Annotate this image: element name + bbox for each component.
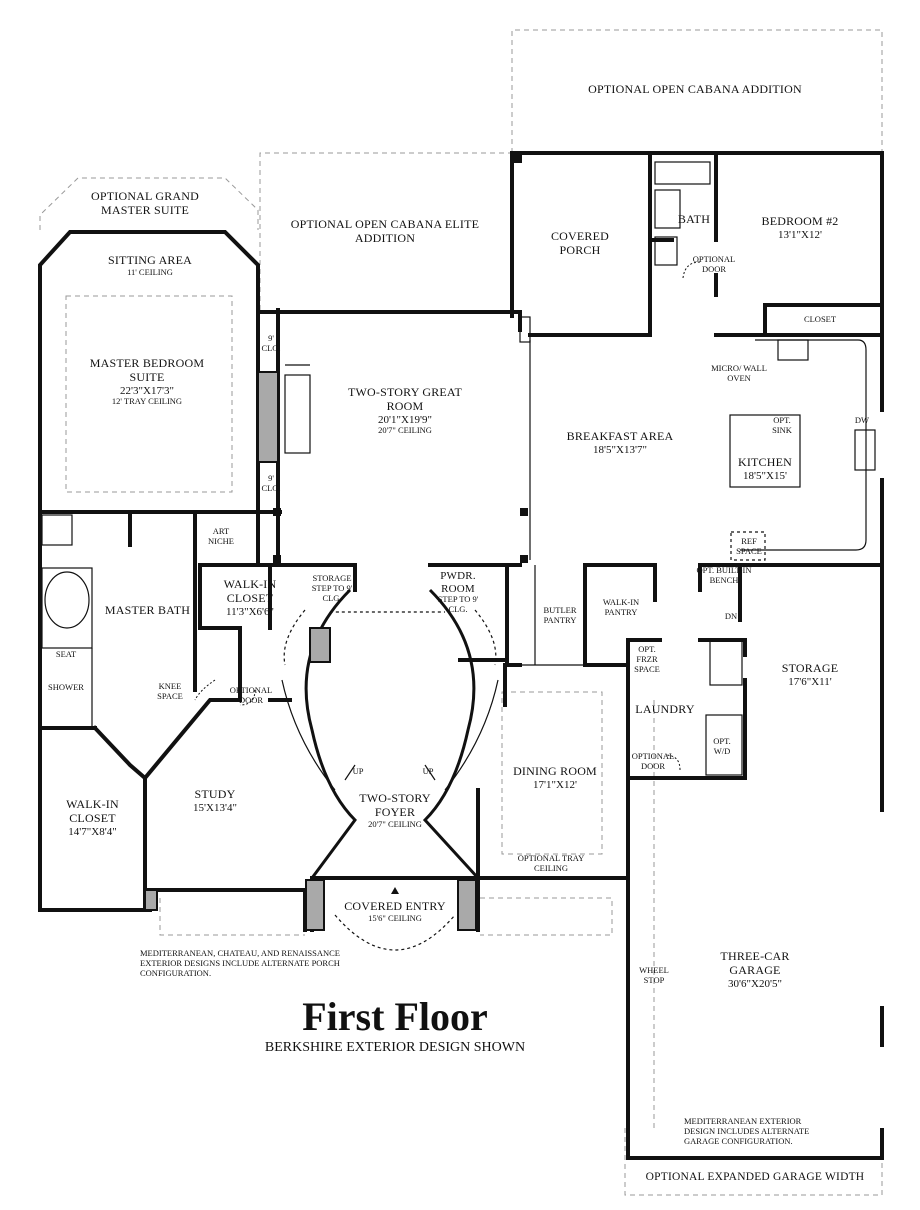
three-car-garage-label: THREE-CAR GARAGE 30'6"X20'5" <box>720 949 790 990</box>
freezer-space-label: OPT. FRZR SPACE <box>634 644 660 674</box>
powder-room-label: PWDR. ROOM STEP TO 9' CLG. <box>437 570 479 615</box>
stairs-down-label: DN <box>724 611 738 621</box>
master-bedroom-suite-label: MASTER BEDROOM SUITE 22'3"X17'3" 12' TRA… <box>89 356 205 407</box>
master-bath-label: MASTER BATH <box>104 603 191 617</box>
walk-in-pantry-label: WALK-IN PANTRY <box>602 597 640 617</box>
bath-optional-door-label: OPTIONAL DOOR <box>692 254 736 274</box>
walk-in-closet-lower-label: WALK-IN CLOSET 14'7"X8'4" <box>66 797 119 838</box>
sitting-area-label: SITTING AREA 11' CEILING <box>107 253 193 277</box>
bedroom-2-closet-label: CLOSET <box>803 314 837 324</box>
thin-walls <box>41 161 876 776</box>
stairs-up-right-label: UP <box>422 766 434 776</box>
two-story-foyer-label: TWO-STORY FOYER 20'7" CEILING <box>359 791 431 829</box>
garage-configuration-note: MEDITERRANEAN EXTERIOR DESIGN INCLUDES A… <box>684 1116 810 1147</box>
built-in-bench-label: OPT. BUILT-IN BENCH <box>696 565 752 585</box>
dining-optional-tray-ceiling-label: OPTIONAL TRAY CEILING <box>517 853 585 873</box>
stairs-up-left-label: UP <box>352 766 364 776</box>
optional-grand-master-suite-label: OPTIONAL GRAND MASTER SUITE <box>90 189 200 217</box>
ref-space-label: REF SPACE <box>736 536 762 556</box>
optional-outlines <box>39 29 883 1196</box>
art-niche-label: ART NICHE <box>208 526 234 546</box>
wheel-stop-label: WHEEL STOP <box>639 965 669 985</box>
covered-porch-label: COVERED PORCH <box>550 229 610 257</box>
storage-large-label: STORAGE 17'6"X11' <box>781 661 839 688</box>
great-room-9ft-ceiling-bottom: 9' CLG. <box>261 473 281 493</box>
optional-expanded-garage-label: OPTIONAL EXPANDED GARAGE WIDTH <box>645 1171 865 1183</box>
knee-space-label: KNEE SPACE <box>157 681 183 701</box>
optional-cabana-addition-label: OPTIONAL OPEN CABANA ADDITION <box>588 82 802 96</box>
seat-label: SEAT <box>55 649 77 659</box>
shower-label: SHOWER <box>48 682 84 692</box>
breakfast-area-label: BREAKFAST AREA 18'5"X13'7" <box>566 429 674 456</box>
bath-label: BATH <box>677 212 711 226</box>
exterior-design-subtitle: BERKSHIRE EXTERIOR DESIGN SHOWN <box>264 1040 526 1055</box>
opt-sink-label: OPT. SINK <box>772 415 792 435</box>
door-swings <box>194 261 701 771</box>
study-label: STUDY 15'X13'4" <box>193 787 237 814</box>
great-room-9ft-ceiling-top: 9' CLG. <box>261 333 281 353</box>
laundry-optional-door-label: OPTIONAL DOOR <box>631 751 675 771</box>
master-bath-optional-door-label: OPTIONAL DOOR <box>229 685 273 705</box>
washer-dryer-label: OPT. W/D <box>713 736 731 756</box>
laundry-label: LAUNDRY <box>635 702 695 716</box>
porch-configuration-note: MEDITERRANEAN, CHATEAU, AND RENAISSANCE … <box>140 948 340 979</box>
dishwasher-label: DW <box>854 415 870 425</box>
masonry <box>144 371 477 931</box>
floor-title: First Floor <box>302 994 488 1039</box>
kitchen-label: KITCHEN 18'5"X15' <box>737 455 793 482</box>
storage-small-label: STORAGE STEP TO 9' CLG. <box>311 573 353 603</box>
micro-wall-oven-label: MICRO/ WALL OVEN <box>711 363 767 383</box>
walk-in-closet-upper-label: WALK-IN CLOSET 11'3"X6'6" <box>223 577 277 618</box>
butler-pantry-label: BUTLER PANTRY <box>543 605 577 625</box>
dining-room-label: DINING ROOM 17'1"X12' <box>513 764 597 791</box>
optional-cabana-elite-label: OPTIONAL OPEN CABANA ELITE ADDITION <box>290 217 480 245</box>
great-room-label: TWO-STORY GREAT ROOM 20'1"X19'9" 20'7" C… <box>348 385 462 436</box>
covered-entry-label: COVERED ENTRY 15'6" CEILING <box>344 899 446 923</box>
posts <box>273 153 528 563</box>
bedroom-2-label: BEDROOM #2 13'1"X12' <box>761 214 839 241</box>
